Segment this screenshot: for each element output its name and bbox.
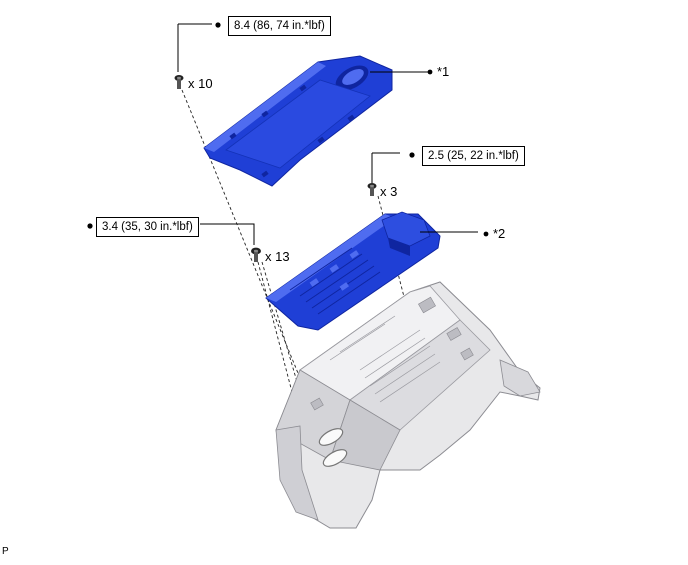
bolt-quantity-upper: x 10 (188, 76, 213, 91)
bolt-quantity-lower: x 13 (265, 249, 290, 264)
inverter-upper-cover (203, 55, 393, 187)
torque-leaders (177, 24, 373, 245)
inverter-housing (275, 281, 541, 529)
figure-identifier: P (2, 546, 9, 557)
torque-spec-upper-cover: 8.4 (86, 74 in.*lbf) (228, 16, 331, 36)
callout-label-1: *1 (437, 64, 450, 79)
torque-bullets (87, 22, 415, 229)
callout-leaders (370, 71, 478, 233)
bolt-icon-top (174, 75, 184, 89)
bolt-quantity-mid: x 3 (380, 184, 398, 199)
leader-tops (178, 23, 400, 154)
callout-label-2: *2 (493, 226, 506, 241)
callout-bullets (427, 69, 489, 237)
torque-spec-lower-cover: 2.5 (25, 22 in.*lbf) (422, 146, 525, 166)
inverter-lower-cover (265, 211, 441, 331)
bolt-icon-mid (367, 183, 377, 196)
bolt-icon-lower (251, 247, 261, 262)
torque-spec-housing-bolts: 3.4 (35, 30 in.*lbf) (96, 217, 199, 237)
